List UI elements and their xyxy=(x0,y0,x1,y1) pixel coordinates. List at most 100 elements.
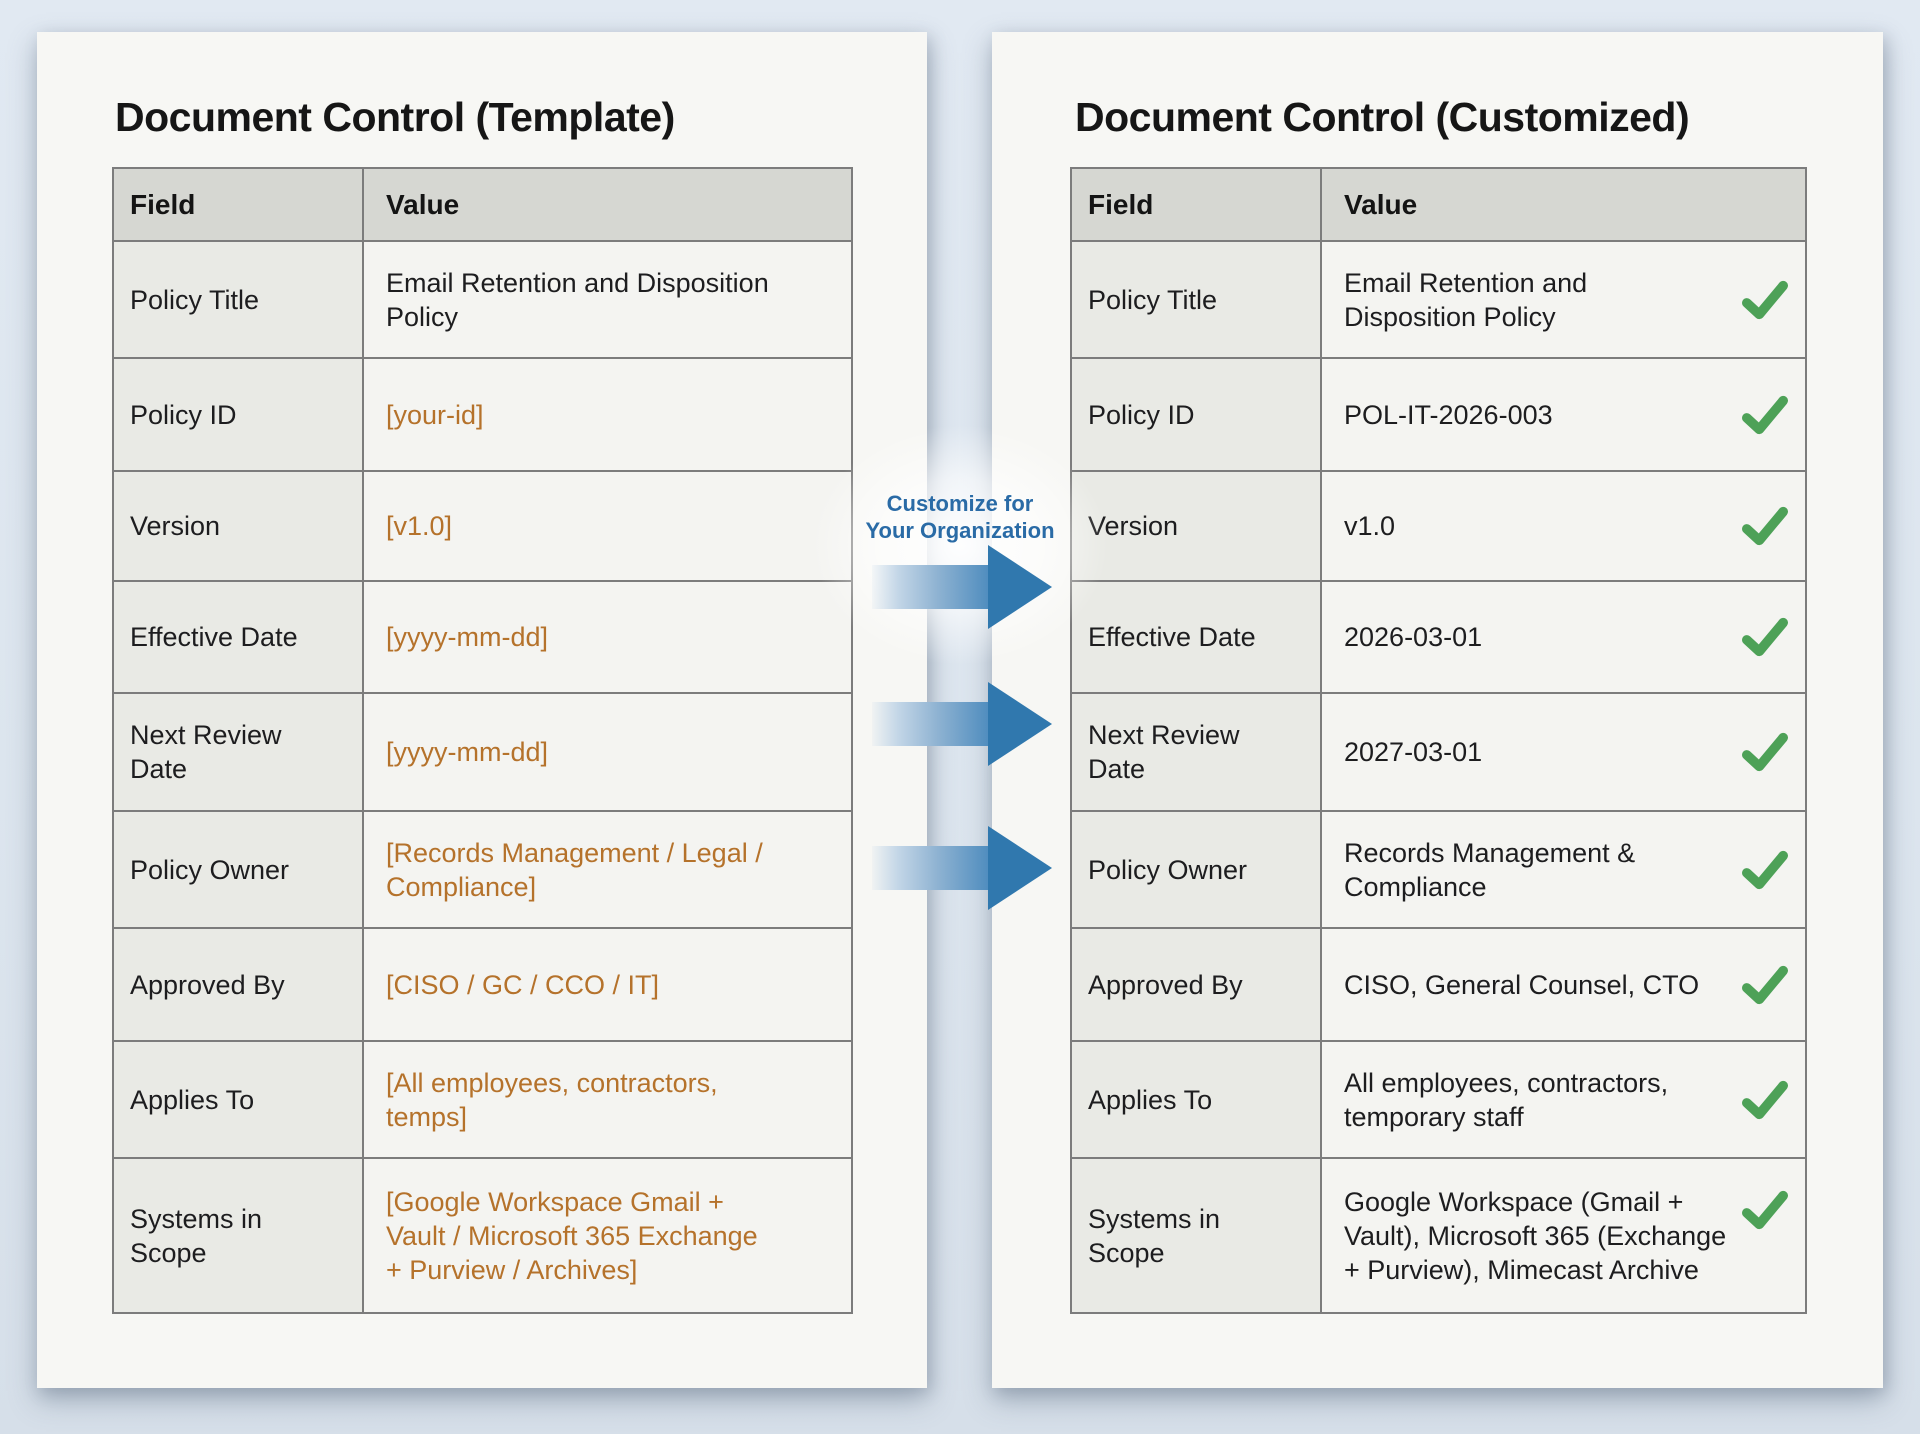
arrow-head xyxy=(988,682,1052,766)
value-text: POL-IT-2026-003 xyxy=(1344,399,1553,430)
template-page-title: Document Control (Template) xyxy=(115,94,675,140)
connector-label-line2: Your Organization xyxy=(865,518,1055,543)
customized-page-title: Document Control (Customized) xyxy=(1075,94,1690,140)
value-text: CISO, General Counsel, CTO xyxy=(1344,969,1700,1000)
table-row: Policy Owner Records Management & Complia… xyxy=(1070,810,1807,929)
value-text: [your-id] xyxy=(386,399,484,430)
value-cell: [yyyy-mm-dd] xyxy=(362,692,853,812)
column-header-field: Field xyxy=(1070,167,1322,242)
value-cell: [CISO / GC / CCO / IT] xyxy=(362,927,853,1042)
value-cell: [your-id] xyxy=(362,357,853,472)
table-row: Version [v1.0] xyxy=(112,470,853,582)
field-label: Policy ID xyxy=(1070,357,1322,472)
table-header-row: Field Value xyxy=(1070,167,1807,242)
value-text: Records Management & Compliance xyxy=(1344,837,1636,902)
arrow-head xyxy=(988,826,1052,910)
value-text: Google Workspace (Gmail + Vault), Micros… xyxy=(1344,1186,1727,1285)
field-label: Policy Title xyxy=(112,240,364,359)
value-cell: Email Retention and Disposition Policy xyxy=(362,240,853,359)
connector-label: Customize for Your Organization xyxy=(820,490,1100,544)
value-text: [All employees, contractors, temps] xyxy=(386,1067,718,1132)
checkmark-icon xyxy=(1741,1080,1788,1119)
arrow-body xyxy=(872,565,990,609)
value-text: [Google Workspace Gmail + Vault / Micros… xyxy=(386,1186,758,1285)
value-text: 2027-03-01 xyxy=(1344,737,1483,767)
table-row: Policy ID [your-id] xyxy=(112,357,853,472)
field-label: Version xyxy=(112,470,364,582)
field-label: Applies To xyxy=(1070,1040,1322,1159)
value-text: [Records Management / Legal / Compliance… xyxy=(386,837,763,902)
field-label: Approved By xyxy=(1070,927,1322,1042)
document-control-table-customized: Field Value Policy Title Email Retention … xyxy=(1070,167,1807,1314)
table-row: Next Review Date [yyyy-mm-dd] xyxy=(112,692,853,812)
arrow-right-icon xyxy=(872,682,1052,766)
field-label: Policy Title xyxy=(1070,240,1322,359)
value-cell: [Records Management / Legal / Compliance… xyxy=(362,810,853,929)
table-row: Policy ID POL-IT-2026-003 xyxy=(1070,357,1807,472)
field-label: Version xyxy=(1070,470,1322,582)
column-header-field: Field xyxy=(112,167,364,242)
table-row: Applies To [All employees, contractors, t… xyxy=(112,1040,853,1159)
value-cell: Records Management & Compliance xyxy=(1320,810,1807,929)
field-label: Effective Date xyxy=(1070,580,1322,694)
value-text: v1.0 xyxy=(1344,511,1396,541)
value-cell: 2027-03-01 xyxy=(1320,692,1807,812)
template-page: Document Control (Template) Field Value … xyxy=(37,32,927,1388)
table-row: Approved By CISO, General Counsel, CTO xyxy=(1070,927,1807,1042)
value-cell: 2026-03-01 xyxy=(1320,580,1807,694)
table-row: Effective Date [yyyy-mm-dd] xyxy=(112,580,853,694)
value-cell: [v1.0] xyxy=(362,470,853,582)
checkmark-icon xyxy=(1741,395,1788,434)
table-row: Policy Title Email Retention and Disposit… xyxy=(1070,240,1807,359)
table-row: Version v1.0 xyxy=(1070,470,1807,582)
value-text: [yyyy-mm-dd] xyxy=(386,737,548,767)
field-label: Next Review Date xyxy=(112,692,364,812)
checkmark-icon xyxy=(1741,850,1788,889)
value-cell: CISO, General Counsel, CTO xyxy=(1320,927,1807,1042)
checkmark-icon xyxy=(1741,1190,1788,1229)
field-label: Systems in Scope xyxy=(112,1157,364,1314)
field-label: Systems in Scope xyxy=(1070,1157,1322,1314)
field-label: Effective Date xyxy=(112,580,364,694)
value-text: [v1.0] xyxy=(386,511,453,541)
arrow-right-icon xyxy=(872,826,1052,910)
value-cell: v1.0 xyxy=(1320,470,1807,582)
checkmark-icon xyxy=(1741,280,1788,319)
checkmark-icon xyxy=(1741,732,1788,772)
table-header-row: Field Value xyxy=(112,167,853,242)
value-text: [yyyy-mm-dd] xyxy=(386,622,548,652)
value-text: All employees, contractors, temporary st… xyxy=(1344,1067,1669,1132)
table-row: Policy Owner[Records Management / Legal … xyxy=(112,810,853,929)
column-header-value: Value xyxy=(362,167,853,242)
value-text: Email Retention and Disposition Policy xyxy=(386,267,769,332)
customized-table-body: Policy Title Email Retention and Disposit… xyxy=(1070,240,1807,1314)
value-cell: [yyyy-mm-dd] xyxy=(362,580,853,694)
template-table-body: Policy Title Email Retention and Disposit… xyxy=(112,240,853,1314)
field-label: Approved By xyxy=(112,927,364,1042)
connector-glow xyxy=(812,425,1108,665)
arrow-body xyxy=(872,846,990,890)
table-row: Policy Title Email Retention and Disposit… xyxy=(112,240,853,359)
value-cell: Email Retention and Disposition Policy xyxy=(1320,240,1807,359)
field-label: Applies To xyxy=(112,1040,364,1159)
arrow-head xyxy=(988,545,1052,629)
column-header-value: Value xyxy=(1320,167,1807,242)
value-cell: [All employees, contractors, temps] xyxy=(362,1040,853,1159)
field-label: Policy Owner xyxy=(1070,810,1322,929)
arrow-right-icon xyxy=(872,545,1052,629)
value-text: Email Retention and Disposition Policy xyxy=(1344,267,1588,332)
value-cell: All employees, contractors, temporary st… xyxy=(1320,1040,1807,1159)
connector-label-line1: Customize for xyxy=(886,491,1034,516)
table-row: Systems in Scope[Google Workspace Gmail … xyxy=(112,1157,853,1314)
document-control-table-template: Field Value Policy Title Email Retention … xyxy=(112,167,853,1314)
checkmark-icon xyxy=(1741,617,1788,657)
field-label: Next Review Date xyxy=(1070,692,1322,812)
table-row: Approved By[CISO / GC / CCO / IT] xyxy=(112,927,853,1042)
value-cell: Google Workspace (Gmail + Vault), Micros… xyxy=(1320,1157,1807,1314)
value-cell: POL-IT-2026-003 xyxy=(1320,357,1807,472)
field-label: Policy ID xyxy=(112,357,364,472)
arrow-body xyxy=(872,702,990,746)
